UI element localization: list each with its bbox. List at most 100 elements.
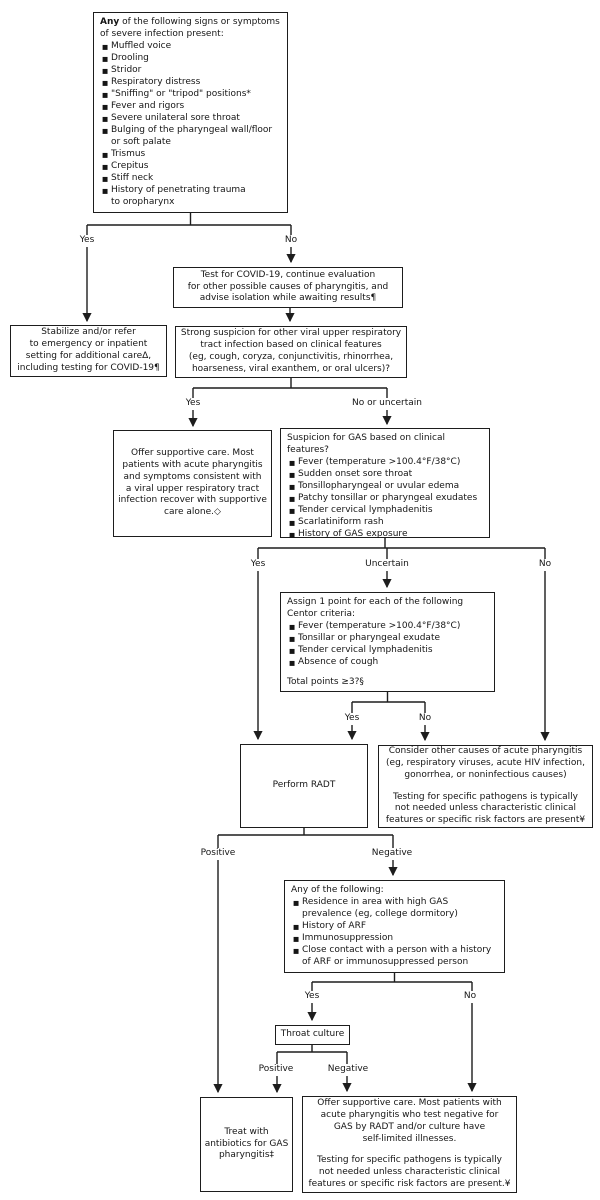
bullet-square-icon: ■ (102, 90, 109, 99)
bullet-item: ■"Sniffing" or "tripod" positions* (100, 89, 282, 101)
bullet-square-icon: ■ (102, 162, 109, 171)
centor-list: ■Fever (temperature >100.4°F/38°C)■Tonsi… (287, 621, 489, 669)
bullet-item: ■Tonsillopharyngeal or uvular edema (287, 481, 484, 493)
stabilize-text: Stabilize and/or refer to emergency or i… (17, 327, 160, 373)
bullet-square-icon: ■ (289, 470, 296, 479)
label-split3-uncertain: Uncertain (362, 559, 412, 571)
supportive-care-negative-para2: Testing for specific pathogens is typica… (308, 1155, 511, 1190)
bullet-square-icon: ■ (289, 658, 296, 667)
label-split2-no-uncertain: No or uncertain (348, 398, 426, 410)
bullet-text: Fever and rigors (111, 100, 185, 111)
bullet-text: Tender cervical lymphadenitis (298, 504, 433, 515)
bullet-square-icon: ■ (289, 482, 296, 491)
bullet-square-icon: ■ (293, 898, 300, 907)
bullet-item: ■History of penetrating trauma to oropha… (100, 185, 282, 209)
label-split2-yes: Yes (182, 398, 204, 410)
label-split3-no: No (535, 559, 555, 571)
bullet-item: ■Fever (temperature >100.4°F/38°C) (287, 621, 489, 633)
bullet-square-icon: ■ (293, 922, 300, 931)
bullet-square-icon: ■ (102, 66, 109, 75)
bullet-text: Fever (temperature >100.4°F/38°C) (298, 620, 461, 631)
label-split4-no: No (415, 713, 435, 725)
bullet-text: Drooling (111, 52, 149, 63)
treat-antibiotics-text: Treat with antibiotics for GAS pharyngit… (204, 1126, 289, 1161)
bullet-item: ■Fever and rigors (100, 101, 282, 113)
risk-factors-box: Any of the following: ■Residence in area… (284, 880, 505, 973)
severe-title-bold: Any (100, 17, 120, 27)
bullet-item: ■History of GAS exposure (287, 529, 484, 541)
bullet-square-icon: ■ (102, 174, 109, 183)
gas-suspicion-box: Suspicion for GAS based on clinical feat… (280, 428, 490, 541)
consider-other-causes-para2: Testing for specific pathogens is typica… (385, 791, 586, 826)
supportive-care-viral-box: Offer supportive care. Most patients wit… (113, 430, 272, 537)
bullet-square-icon: ■ (293, 946, 300, 955)
bullet-text: Muffled voice (111, 40, 172, 51)
bullet-item: ■Fever (temperature >100.4°F/38°C) (287, 457, 484, 469)
label-split6-yes: Yes (301, 991, 323, 1003)
centor-total-points: Total points ≥3?§ (287, 676, 364, 687)
bullet-square-icon: ■ (289, 622, 296, 631)
bullet-square-icon: ■ (102, 102, 109, 111)
bullet-square-icon: ■ (289, 506, 296, 515)
bullet-square-icon: ■ (102, 186, 109, 195)
label-split4-yes: Yes (341, 713, 363, 725)
consider-other-causes-box: Consider other causes of acute pharyngit… (378, 745, 593, 828)
label-split1-no: No (281, 235, 301, 247)
label-split1-yes: Yes (76, 235, 98, 247)
perform-radt-box: Perform RADT (240, 744, 368, 828)
supportive-care-negative-box: Offer supportive care. Most patients wit… (302, 1096, 517, 1193)
label-split5-negative: Negative (368, 848, 416, 860)
centor-criteria-box: Assign 1 point for each of the following… (280, 592, 495, 692)
bullet-square-icon: ■ (289, 530, 296, 539)
bullet-item: ■Respiratory distress (100, 77, 282, 89)
bullet-item: ■Scarlatiniform rash (287, 517, 484, 529)
label-split7-positive: Positive (255, 1064, 297, 1076)
gas-suspicion-title: Suspicion for GAS based on clinical feat… (287, 433, 445, 455)
bullet-item: ■Patchy tonsillar or pharyngeal exudates (287, 493, 484, 505)
bullet-item: ■Tonsillar or pharyngeal exudate (287, 633, 489, 645)
bullet-square-icon: ■ (102, 54, 109, 63)
centor-title: Assign 1 point for each of the following… (287, 597, 464, 619)
bullet-text: Immunosuppression (302, 932, 394, 943)
bullet-item: ■Immunosuppression (291, 933, 499, 945)
label-split7-negative: Negative (324, 1064, 372, 1076)
viral-suspicion-text: Strong suspicion for other viral upper r… (180, 328, 402, 374)
bullet-item: ■Bulging of the pharyngeal wall/floor or… (100, 125, 282, 149)
severe-criteria-title: Any of the following signs or symptoms o… (100, 17, 282, 41)
throat-culture-box: Throat culture (275, 1025, 350, 1045)
severe-title-rest: of the following signs or symptoms of se… (100, 17, 280, 39)
supportive-care-negative-para1: Offer supportive care. Most patients wit… (317, 1097, 502, 1144)
bullet-square-icon: ■ (289, 634, 296, 643)
severe-criteria-box: Any of the following signs or symptoms o… (93, 12, 288, 213)
bullet-square-icon: ■ (289, 494, 296, 503)
bullet-item: ■Stiff neck (100, 173, 282, 185)
bullet-item: ■Stridor (100, 65, 282, 77)
bullet-text: Tonsillopharyngeal or uvular edema (298, 480, 460, 491)
risk-factors-title: Any of the following: (291, 885, 384, 895)
viral-suspicion-box: Strong suspicion for other viral upper r… (175, 326, 407, 378)
bullet-text: Patchy tonsillar or pharyngeal exudates (298, 492, 478, 503)
label-split6-no: No (460, 991, 480, 1003)
consider-other-causes-para1: Consider other causes of acute pharyngit… (386, 745, 585, 780)
bullet-text: Residence in area with high GAS prevalen… (302, 896, 458, 919)
severe-criteria-list: ■Muffled voice■Drooling■Stridor■Respirat… (100, 41, 282, 209)
bullet-square-icon: ■ (102, 114, 109, 123)
perform-radt-text: Perform RADT (272, 780, 336, 791)
bullet-text: Severe unilateral sore throat (111, 112, 240, 123)
bullet-item: ■Trismus (100, 149, 282, 161)
bullet-item: ■Muffled voice (100, 41, 282, 53)
bullet-text: History of ARF (302, 920, 367, 931)
covid-test-box: Test for COVID-19, continue evaluation f… (173, 267, 403, 308)
gas-suspicion-list: ■Fever (temperature >100.4°F/38°C)■Sudde… (287, 457, 484, 541)
bullet-text: Scarlatiniform rash (298, 516, 384, 527)
bullet-square-icon: ■ (102, 126, 109, 135)
bullet-text: Bulging of the pharyngeal wall/floor or … (111, 124, 273, 147)
bullet-square-icon: ■ (293, 934, 300, 943)
bullet-item: ■History of ARF (291, 921, 499, 933)
bullet-text: Absence of cough (298, 656, 379, 667)
risk-factors-list: ■Residence in area with high GAS prevale… (291, 897, 499, 969)
bullet-text: Close contact with a person with a histo… (302, 944, 492, 967)
stabilize-box: Stabilize and/or refer to emergency or i… (10, 325, 167, 377)
bullet-item: ■Residence in area with high GAS prevale… (291, 897, 499, 921)
